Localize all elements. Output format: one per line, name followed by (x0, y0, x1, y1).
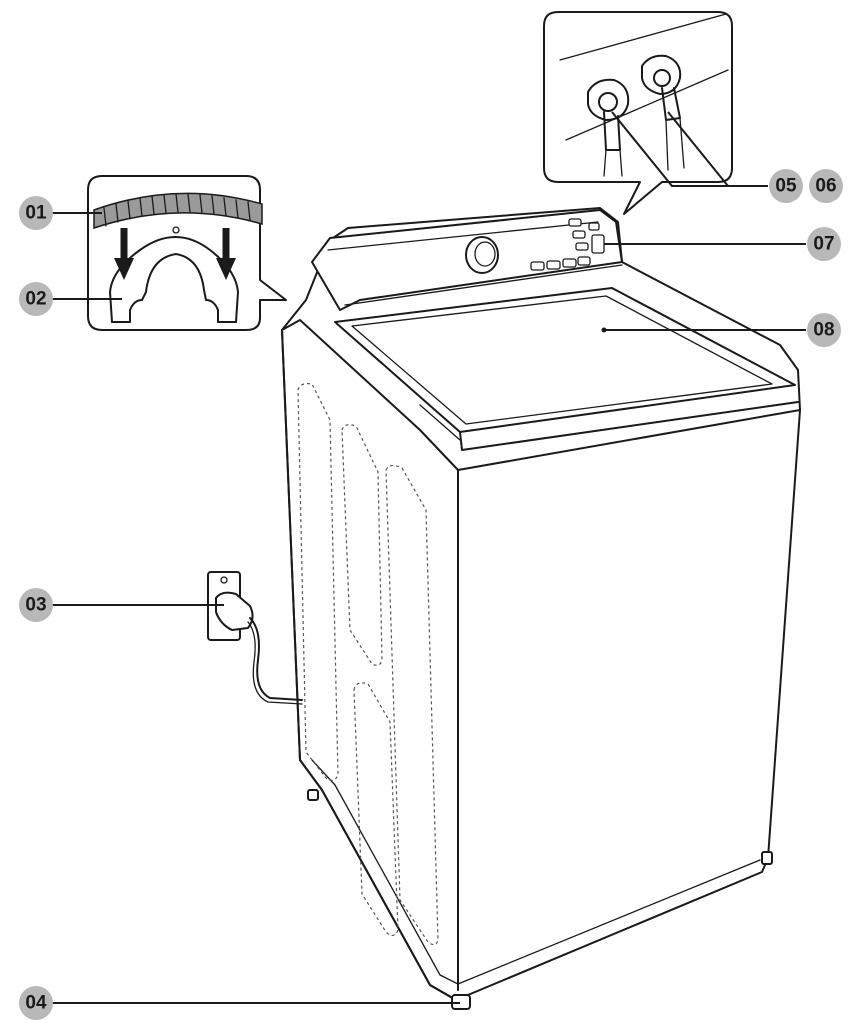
callout-01: 01 (19, 196, 53, 230)
leveling-feet (307, 789, 773, 1010)
callout-label: 08 (813, 320, 834, 341)
callout-label: 02 (25, 289, 46, 310)
control-buttons (530, 218, 605, 271)
arrow-down-icon (216, 228, 236, 280)
control-panel (311, 209, 623, 311)
washer-lid (334, 287, 799, 451)
callout-05: 05 (769, 169, 803, 203)
inset-hose-guide (87, 175, 287, 331)
washer-cabinet (281, 207, 801, 1001)
water-tap-left (587, 78, 630, 177)
callout-label: 01 (25, 203, 47, 224)
callout-label: 03 (25, 595, 46, 616)
callout-label: 07 (813, 234, 834, 255)
callout-label: 06 (815, 176, 836, 197)
arrow-down-icon (114, 228, 134, 280)
hose-guide (109, 236, 239, 323)
callout-02: 02 (19, 282, 53, 316)
callout-06: 06 (809, 169, 843, 203)
callout-label: 04 (25, 993, 47, 1014)
callout-04: 04 (19, 986, 53, 1020)
callout-08: 08 (807, 313, 841, 347)
callout-03: 03 (19, 588, 53, 622)
callout-label: 05 (775, 176, 797, 197)
inset-water-taps (543, 11, 733, 215)
water-tap-right (641, 54, 685, 171)
power-outlet (207, 571, 303, 705)
leader-lines (52, 111, 806, 1004)
callout-07: 07 (807, 227, 841, 261)
power-plug (215, 591, 254, 631)
